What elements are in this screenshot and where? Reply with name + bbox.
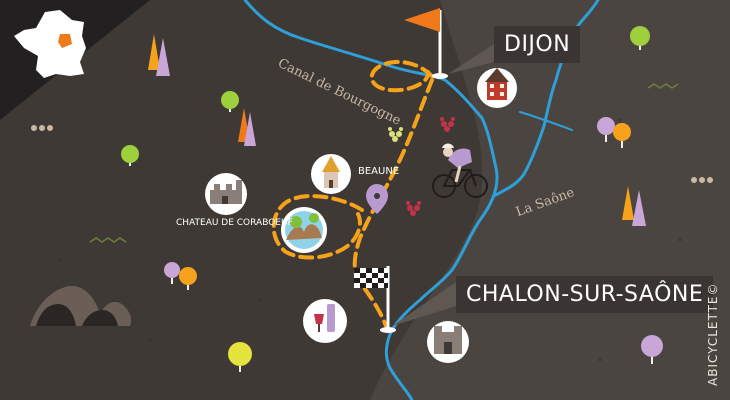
conifer-icon (244, 112, 256, 146)
cyclist-figure (442, 143, 472, 183)
conifer-icon (156, 38, 170, 76)
conifer-icon (148, 34, 160, 70)
grape-icon (406, 201, 421, 216)
credit-label: ABICYCLETTE© (706, 282, 720, 387)
location-pin-icon (366, 184, 388, 214)
dijon-pointer (448, 44, 494, 74)
chateau-loop (271, 194, 364, 260)
france-map-icon (14, 10, 86, 78)
tree-icon (630, 26, 650, 50)
grass-marks (89, 83, 679, 243)
hills (30, 286, 132, 326)
burgundy-region-highlight (58, 34, 72, 48)
dijon-loop (369, 59, 434, 93)
white-grape-icon (388, 127, 403, 142)
tree-icon (179, 267, 197, 290)
bike-route (271, 59, 434, 328)
church-medallion (311, 154, 351, 194)
tree-icon (221, 91, 239, 112)
chateau-label: CHATEAU DE CORABOEUF (176, 218, 293, 228)
grape-icon (440, 117, 455, 132)
tree-icon (613, 123, 631, 148)
castle-medallion (205, 173, 247, 215)
chalon-label: CHALON-SUR-SAÔNE (456, 276, 714, 313)
conifer-icon (632, 190, 646, 226)
tree-icon (121, 145, 139, 166)
route-main-segment (352, 78, 434, 328)
grape-icons (406, 117, 455, 216)
tributary-stream (519, 111, 573, 131)
tree-icon (164, 262, 180, 284)
stone-dots (31, 125, 713, 183)
house-medallion (477, 68, 517, 108)
cyclist-icon (432, 169, 488, 198)
chalon-pointer (392, 282, 456, 326)
landscape-medallion (281, 207, 327, 253)
beaune-label: BEAUNE (358, 166, 400, 177)
orange-flag-icon (404, 8, 448, 79)
checkered-flag-icon (354, 266, 396, 333)
trees (121, 26, 663, 372)
tree-icon (597, 117, 615, 142)
dijon-label: DIJON (494, 26, 581, 63)
tree-icon (228, 342, 252, 372)
cathedral-medallion (427, 321, 469, 363)
tree-icon (641, 335, 663, 364)
conifer-icon (622, 186, 634, 220)
wine-medallion (303, 299, 347, 343)
